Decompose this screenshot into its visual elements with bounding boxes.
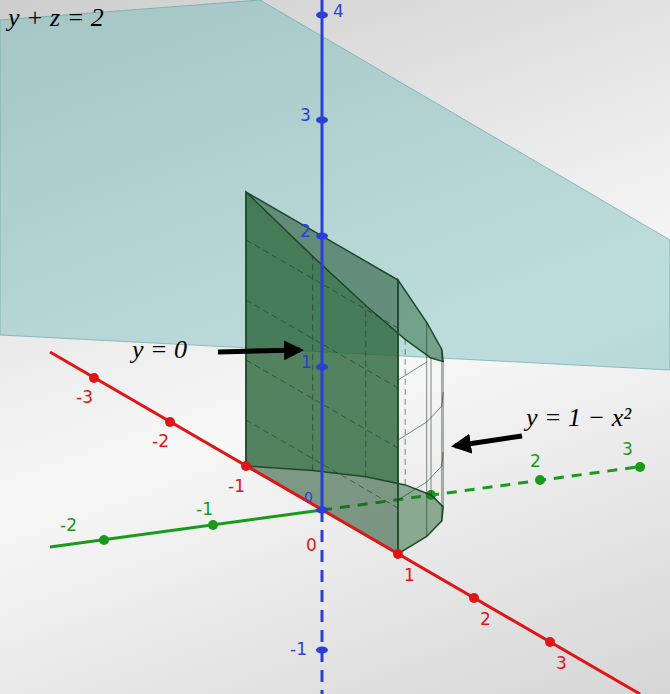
axis-tick-label: 0 — [304, 490, 313, 505]
z-axis-hidden — [321, 510, 324, 694]
equation-label: y = 0 — [132, 336, 187, 365]
axis-tick-label: -1 — [196, 500, 213, 519]
axis-tick-label: -2 — [152, 432, 169, 451]
surface-grid — [246, 240, 443, 536]
axis-tick-label: 2 — [300, 222, 311, 241]
axis-tick-label: 1 — [404, 566, 415, 585]
equation-label: y + z = 2 — [8, 4, 104, 33]
axis-tick-label: 4 — [333, 2, 344, 21]
x-axis — [50, 352, 640, 694]
axis-tick-label: 2 — [480, 610, 491, 629]
z-axis-ticks — [316, 12, 328, 654]
axis-tick-label: 3 — [622, 440, 633, 459]
callout-arrow — [455, 436, 522, 446]
axis-tick-label: 0 — [306, 536, 317, 555]
y-axis — [50, 510, 322, 547]
axis-tick-label: -3 — [76, 388, 93, 407]
axis-tick-label: 1 — [301, 353, 312, 372]
axis-tick-label: 2 — [530, 452, 541, 471]
equation-label: y = 1 − x² — [526, 404, 631, 433]
axis-tick-label: -1 — [228, 477, 245, 496]
z-axis — [321, 0, 324, 510]
axis-tick-label: 3 — [300, 106, 311, 125]
curved-face — [246, 192, 443, 554]
callout-arrow — [218, 350, 300, 352]
axis-tick-label: 3 — [556, 654, 567, 673]
axis-tick-label: -1 — [290, 640, 307, 659]
axis-tick-label: -2 — [60, 516, 77, 535]
